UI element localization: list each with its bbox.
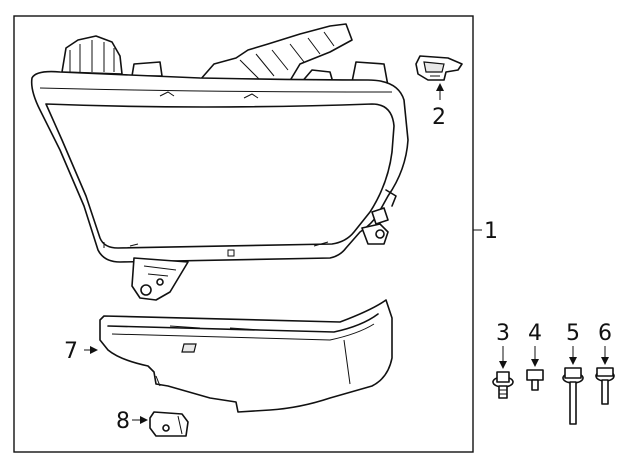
screw-part-6 (595, 367, 615, 405)
callout-1: 1 (484, 219, 498, 244)
callout-2: 2 (432, 105, 446, 130)
callout-5: 5 (566, 321, 580, 346)
callout-7: 7 (64, 339, 78, 364)
callout-8: 8 (116, 409, 130, 434)
clip-part (149, 411, 189, 437)
screw-part-3 (492, 371, 514, 399)
trim-panel-part (99, 299, 393, 413)
assembly-frame (13, 15, 474, 453)
callout-4: 4 (528, 321, 542, 346)
bracket-part (415, 55, 463, 81)
callout-6: 6 (598, 321, 612, 346)
screw-part-4 (526, 369, 544, 391)
callout-3: 3 (496, 321, 510, 346)
bolt-part-5 (562, 367, 584, 425)
headlamp-assembly (30, 23, 409, 301)
